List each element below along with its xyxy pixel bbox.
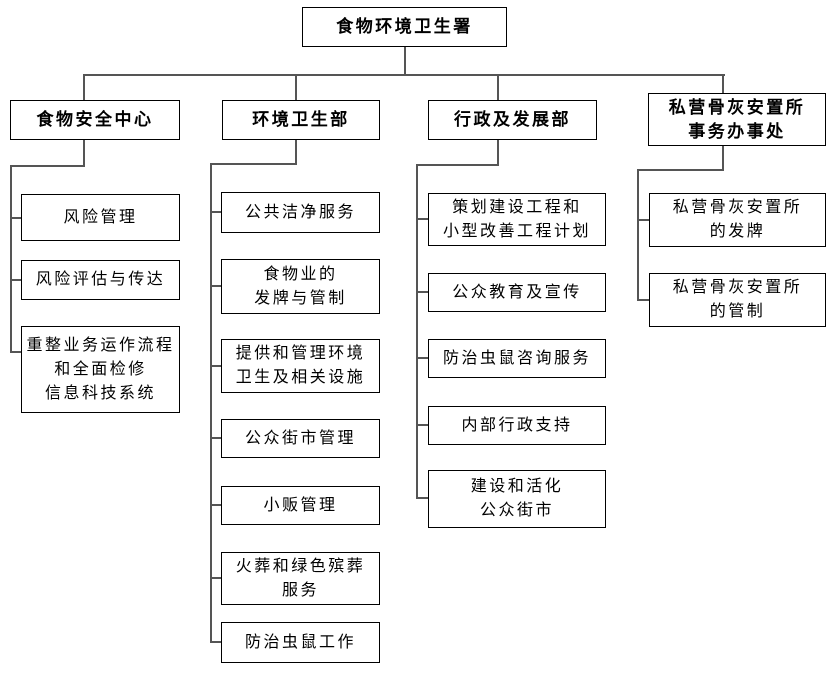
org-node-food-safety-centre: 食物安全中心 bbox=[10, 100, 180, 140]
connector-stub-capital-works-minor-improvement bbox=[416, 218, 428, 220]
connector-stub-pest-control-advisory-services bbox=[416, 357, 428, 359]
org-node-private-columbaria-licensing: 私营骨灰安置所 的发牌 bbox=[649, 193, 826, 247]
connector-stub-cremation-green-burial-services bbox=[210, 577, 221, 579]
org-node-pest-control-advisory-services: 防治虫鼠咨询服务 bbox=[428, 339, 606, 378]
org-node-private-columbaria-control: 私营骨灰安置所 的管制 bbox=[649, 273, 826, 327]
connector-drop-food-safety-centre bbox=[83, 74, 85, 100]
connector-stub-food-business-licensing-control bbox=[210, 285, 221, 287]
connector-stub-private-columbaria-licensing bbox=[637, 219, 649, 221]
connector-stub-internal-administrative-support bbox=[416, 424, 428, 426]
org-node-pest-control-work: 防治虫鼠工作 bbox=[221, 622, 380, 663]
org-node-public-education-publicity: 公众教育及宣传 bbox=[428, 273, 606, 312]
org-node-capital-works-minor-improvement: 策划建设工程和 小型改善工程计划 bbox=[428, 193, 606, 246]
connector-stem-food-safety-centre bbox=[83, 140, 85, 167]
connector-elbow-food-safety-centre bbox=[10, 165, 85, 167]
connector-drop-environmental-hygiene-branch bbox=[295, 74, 297, 100]
connector-stem-administration-development-branch bbox=[497, 140, 499, 166]
org-node-administration-development-branch: 行政及发展部 bbox=[428, 100, 597, 140]
connector-stub-private-columbaria-control bbox=[637, 299, 649, 301]
org-node-environmental-hygiene-branch: 环境卫生部 bbox=[222, 100, 380, 140]
connector-stub-environmental-hygiene-facilities bbox=[210, 365, 221, 367]
connector-drop-private-columbaria-affairs-office bbox=[722, 74, 724, 93]
connector-stub-risk-management bbox=[10, 217, 21, 219]
org-node-building-revitalising-public-markets: 建设和活化 公众街市 bbox=[428, 470, 606, 528]
connector-elbow-administration-development-branch bbox=[416, 164, 499, 166]
connector-stub-public-cleansing-services bbox=[210, 211, 221, 213]
org-node-public-cleansing-services: 公共洁净服务 bbox=[221, 192, 380, 233]
connector-top-bus bbox=[83, 74, 725, 76]
org-node-cremation-green-burial-services: 火葬和绿色殡葬 服务 bbox=[221, 552, 380, 605]
connector-stub-risk-assessment-communication bbox=[10, 279, 21, 281]
connector-trunk-administration-development-branch bbox=[416, 164, 418, 499]
connector-stub-hawker-management bbox=[210, 504, 221, 506]
org-node-root: 食物环境卫生署 bbox=[302, 7, 507, 47]
connector-stub-pest-control-work bbox=[210, 641, 221, 643]
org-node-food-business-licensing-control: 食物业的 发牌与管制 bbox=[221, 259, 380, 314]
org-node-hawker-management: 小贩管理 bbox=[221, 486, 380, 525]
org-node-environmental-hygiene-facilities: 提供和管理环境 卫生及相关设施 bbox=[221, 339, 380, 393]
connector-stub-building-revitalising-public-markets bbox=[416, 497, 428, 499]
connector-stem-private-columbaria-affairs-office bbox=[722, 146, 724, 171]
org-node-risk-assessment-communication: 风险评估与传达 bbox=[21, 260, 180, 300]
connector-stub-public-education-publicity bbox=[416, 291, 428, 293]
org-node-business-process-reengineering: 重整业务运作流程 和全面检修 信息科技系统 bbox=[21, 326, 180, 413]
connector-stub-public-markets-management bbox=[210, 437, 221, 439]
connector-drop-administration-development-branch bbox=[497, 74, 499, 100]
connector-elbow-environmental-hygiene-branch bbox=[210, 163, 297, 165]
connector-stub-business-process-reengineering bbox=[10, 351, 21, 353]
org-node-internal-administrative-support: 内部行政支持 bbox=[428, 406, 606, 445]
org-node-public-markets-management: 公众街市管理 bbox=[221, 419, 380, 458]
connector-stem-environmental-hygiene-branch bbox=[295, 140, 297, 165]
connector-elbow-private-columbaria-affairs-office bbox=[637, 169, 724, 171]
connector-trunk-environmental-hygiene-branch bbox=[210, 163, 212, 643]
org-node-private-columbaria-affairs-office: 私营骨灰安置所 事务办事处 bbox=[648, 93, 826, 146]
org-node-risk-management: 风险管理 bbox=[21, 194, 180, 241]
connector-trunk-food-safety-centre bbox=[10, 165, 12, 353]
connector-trunk-private-columbaria-affairs-office bbox=[637, 169, 639, 301]
connector-root-stem bbox=[404, 47, 406, 76]
